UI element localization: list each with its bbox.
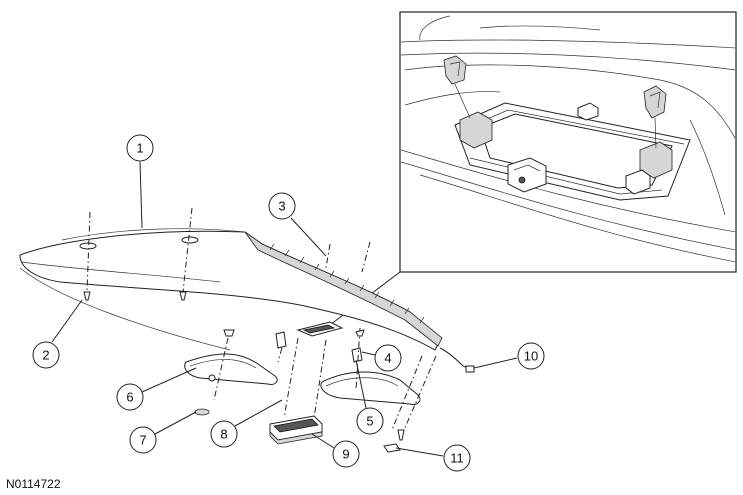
callout-4-circle [374,344,402,372]
inset-left-retaining-clip [443,55,467,85]
callout-8-label: 8 [220,427,227,442]
explode-line [182,207,193,293]
headliner-rail-ribs [269,243,425,324]
inset-right-retaining-clip [643,85,667,119]
headliner-rear-rail [244,231,443,347]
sun-visor-right [320,371,421,405]
inset-bracket-top [577,102,599,121]
callout-1-leader [139,161,143,229]
inset-roof-contour [401,149,735,233]
callout-1-circle [126,134,154,162]
sun-visor-left-edge [189,359,257,369]
wire-harness [439,347,471,371]
push-pin-fastener [179,291,187,301]
callout-6-label: 6 [126,390,133,405]
callout-10-label: 10 [524,349,538,364]
explode-line [313,339,327,419]
wire-harness-connector [465,365,475,373]
callout-7-leader [154,411,197,435]
callout-6-circle [116,383,144,411]
inset-connector-pin [518,176,526,184]
sun-visor-right-edge [325,377,399,387]
inset-roof-contour [401,52,735,71]
visor-clip [351,347,363,363]
callout-1-label: 1 [136,141,143,156]
headliner-front-edge [61,228,246,241]
inset-roof-contour [401,39,735,49]
callout-9-label: 9 [342,447,349,462]
callout-3-circle [268,192,296,220]
inset-clip-slot [449,61,461,77]
inset-roof-contour [404,91,501,106]
explode-line [355,327,361,391]
callout-10-circle [517,342,545,370]
headliner-edge-contour [21,261,221,283]
retainer-clip-part11 [383,443,401,453]
inset-roof-contour [479,25,601,31]
headliner-mount-recess [79,242,97,250]
explode-line [361,241,371,273]
inset-connector-detail [513,164,541,172]
callout-4-label: 4 [384,351,391,366]
dome-lamp-lens [273,418,319,433]
callout-8-circle [210,420,238,448]
callout-9-leader [311,433,335,449]
callout-9-circle [332,440,360,468]
explode-line [277,347,283,363]
callout-3-label: 3 [278,199,285,214]
inset-roof-contour [419,174,735,263]
callout-11-leader [395,447,444,457]
inset-clip-slot [649,91,661,109]
detail-inset [399,11,737,273]
callout-2-circle [32,341,60,369]
inset-right-bracket [639,141,673,179]
headliner-rear-contour [19,267,231,351]
callout-2-label: 2 [42,348,49,363]
inset-console-frame-inner [479,113,673,189]
inset-lower-tab [625,169,651,195]
callout-8-leader [234,399,283,427]
callout-7-label: 7 [139,433,146,448]
callout-10-leader [473,357,518,369]
dome-lamp-housing [269,431,323,445]
visor-pivot [208,374,216,382]
inset-left-clip-leader [454,83,471,119]
sun-visor-left [184,353,278,385]
callout-2-leader [51,299,83,343]
figure-reference-code: N0114722 [6,477,61,491]
push-pin-fastener [83,291,91,301]
callout-5-circle [356,407,384,435]
headliner [19,228,475,373]
callout-7-circle [129,426,157,454]
callout-11-circle [443,444,471,472]
callout-4-leader [361,351,376,356]
inset-electrical-connector [507,157,547,193]
retainer-clip [397,429,405,441]
inset-right-clip-leader [654,117,657,149]
explode-line [213,337,229,401]
visor-clip [275,331,287,349]
visor-mount-screw [223,329,235,337]
explode-line [325,243,331,269]
inset-roof-contour [401,161,735,251]
visor-mount-screw [355,329,365,337]
dome-lamp-opening-recess [302,324,336,334]
explode-line [283,337,299,419]
inset-roof-contour [419,15,451,41]
callout-5-leader [355,359,367,409]
headliner-body [19,230,441,351]
callout-5-label: 5 [366,414,373,429]
callout-3-leader [290,217,327,257]
callout-6-leader [141,367,197,393]
callout-11-label: 11 [450,451,464,466]
headliner-mount-recess [181,236,199,244]
callouts: 1 2 3 4 5 6 7 8 9 10 [32,134,545,472]
inset-roof-contour [689,119,726,216]
visor-retainer-part7 [194,408,210,416]
inset-left-bracket [459,111,493,149]
